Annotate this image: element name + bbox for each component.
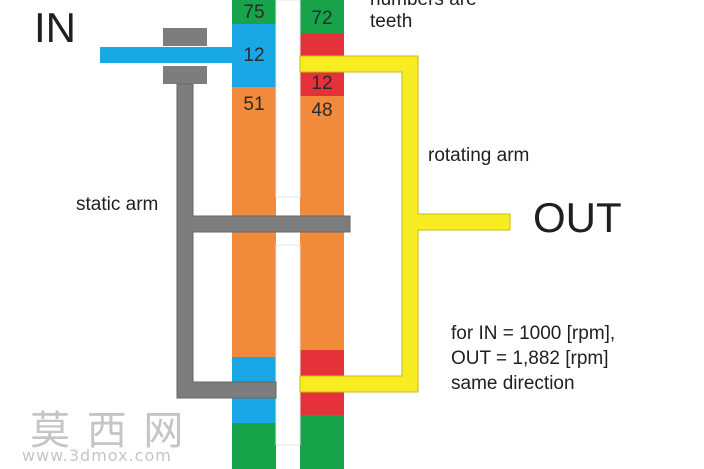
- right-ring-gear-green-bottom: [300, 415, 344, 469]
- left-ring-gear-green-top: [232, 0, 276, 24]
- static-arm-top-block: [163, 28, 207, 46]
- watermark-url: www.3dmox.com: [22, 446, 172, 465]
- tooth-count-right-small: 12: [311, 73, 333, 94]
- note-top-line1: numbers are: [370, 0, 477, 12]
- left-input-gear-blue: [232, 24, 276, 87]
- tooth-count-left-ring: 75: [243, 2, 265, 23]
- result-line1: for IN = 1000 [rpm],: [451, 323, 616, 344]
- input-shaft: [100, 47, 234, 63]
- tooth-count-right-ring: 72: [311, 8, 333, 29]
- static-arm-label: static arm: [76, 194, 159, 215]
- tooth-count-left-planet: 51: [243, 94, 265, 115]
- tooth-count-left-input-gear: 12: [243, 45, 265, 66]
- rotating-arm: [299, 55, 511, 393]
- result-line2: OUT = 1,882 [rpm]: [451, 348, 609, 369]
- input-label: IN: [34, 4, 76, 51]
- note-top-line2: teeth: [370, 11, 413, 32]
- rotating-arm-label: rotating arm: [428, 145, 530, 166]
- right-ring-gear-green-top: [300, 0, 344, 33]
- left-ring-gear-green-bottom: [232, 423, 276, 469]
- static-arm: [176, 83, 351, 399]
- result-line3: same direction: [451, 373, 575, 394]
- carrier-center-upper: [275, 0, 301, 198]
- output-label: OUT: [533, 194, 622, 241]
- static-arm-bottom-block: [163, 66, 207, 84]
- tooth-count-right-planet: 48: [311, 100, 333, 121]
- carrier-center-lower: [275, 244, 301, 446]
- watermark-brand: 莫 西 网: [30, 408, 186, 454]
